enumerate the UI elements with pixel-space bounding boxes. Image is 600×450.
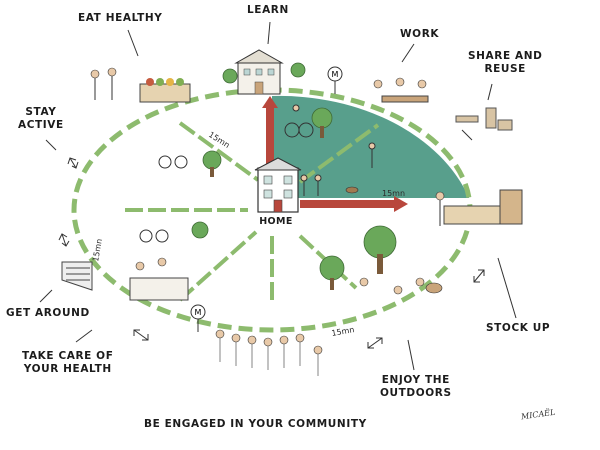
distance-label-south: 15mn: [331, 325, 355, 338]
school-icon: [234, 49, 284, 95]
stairs: [61, 261, 93, 291]
work-meeting: [373, 77, 429, 103]
label-stay-line-2: ACTIVE: [18, 119, 64, 131]
label-get-around: GET AROUND: [6, 307, 90, 319]
park-people: [284, 104, 376, 196]
red-arrows: [262, 96, 408, 212]
shop-stall: [435, 189, 523, 226]
label-eat-healthy: EAT HEALTHY: [78, 12, 163, 24]
label-share-and-reuse: SHARE AND REUSE: [468, 50, 542, 76]
label-outdoors-line-2: OUTDOORS: [380, 387, 452, 399]
label-stock-up: STOCK UP: [486, 322, 551, 334]
street-spokes: [125, 121, 380, 302]
label-enjoy-outdoors: ENJOY THE OUTDOORS: [380, 374, 452, 400]
label-learn: LEARN: [247, 4, 289, 16]
metro-sign-icon: M: [327, 66, 343, 94]
label-health-line-2: YOUR HEALTH: [23, 363, 112, 375]
svg-text:M: M: [332, 70, 339, 79]
tree-icon: [191, 62, 397, 290]
label-health-line-1: TAKE CARE OF: [22, 350, 114, 362]
dog-icon: [345, 186, 359, 194]
distance-label-east: 15mn: [382, 189, 405, 198]
svg-text:M: M: [195, 308, 202, 317]
bench-icon: [455, 107, 513, 131]
label-stay-line-1: STAY: [25, 106, 57, 118]
label-stay-active: STAY ACTIVE: [18, 106, 64, 132]
picnic-people: [359, 277, 443, 295]
market-stall-icon: [90, 67, 191, 103]
label-share-line-2: REUSE: [484, 63, 526, 75]
connector-arrows: [58, 129, 485, 349]
community-crowd: [215, 329, 323, 376]
home-label: HOME: [259, 216, 293, 227]
leader-lines: [39, 21, 517, 371]
bicycle-icon: [139, 155, 188, 243]
label-work: WORK: [400, 28, 440, 40]
label-take-care-health: TAKE CARE OF YOUR HEALTH: [22, 350, 113, 376]
label-outdoors-line-1: ENJOY THE: [381, 374, 450, 386]
label-community: BE ENGAGED IN YOUR COMMUNITY: [144, 418, 367, 430]
label-share-line-1: SHARE AND: [468, 50, 543, 62]
home-building: [254, 157, 302, 213]
metro-sign-icon: M: [190, 304, 206, 332]
health-clinic: [129, 257, 189, 301]
distance-label-west: 15mn: [91, 238, 104, 262]
